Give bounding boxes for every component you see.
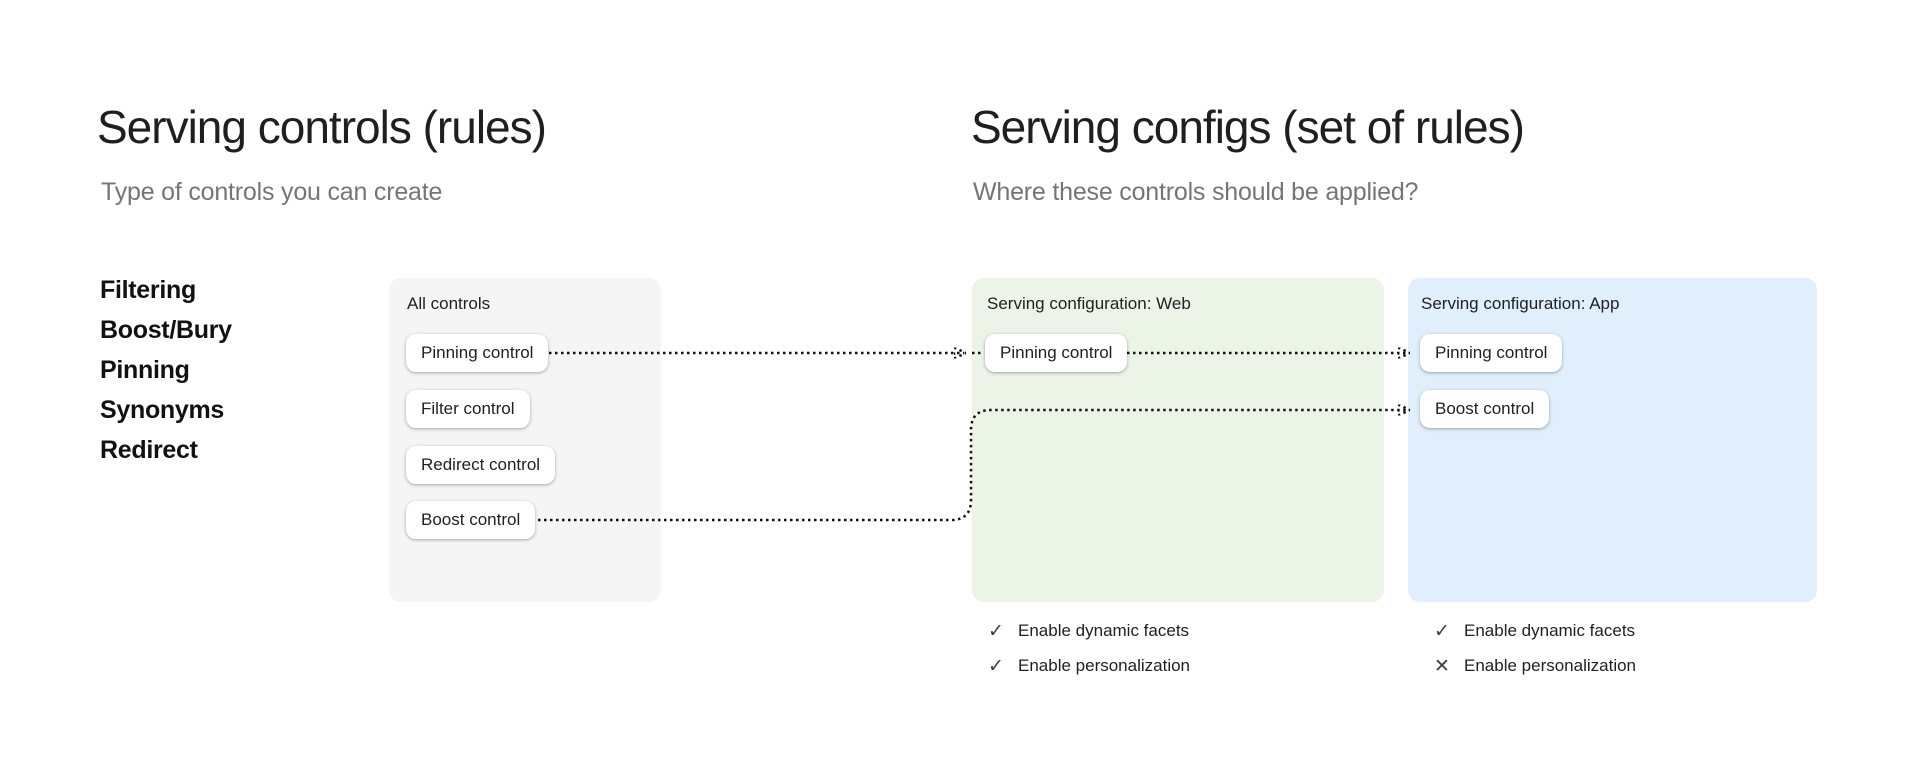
right-section-title: Serving configs (set of rules) — [971, 101, 1525, 153]
left-section-title: Serving controls (rules) — [97, 101, 547, 153]
feature-label: Enable dynamic facets — [1464, 621, 1636, 640]
check-icon: ✓ — [988, 620, 1004, 642]
feature-row: ✓ Enable dynamic facets — [1434, 620, 1636, 642]
app-pinning-control-chip[interactable]: Pinning control — [1420, 334, 1563, 372]
feature-label: Enable dynamic facets — [1018, 621, 1190, 640]
control-type-list: Filtering Boost/Bury Pinning Synonyms Re… — [100, 270, 232, 470]
right-section-subtitle: Where these controls should be applied? — [973, 178, 1419, 206]
check-icon: ✓ — [1434, 620, 1450, 642]
feature-row: ✓ Enable personalization — [988, 655, 1190, 677]
serving-config-app-label: Serving configuration: App — [1421, 294, 1620, 313]
control-type-synonyms: Synonyms — [100, 396, 225, 424]
all-controls-card: All controls Pinning control Filter cont… — [389, 278, 661, 602]
web-config-features: ✓ Enable dynamic facets ✓ Enable persona… — [988, 620, 1190, 690]
serving-config-web-label: Serving configuration: Web — [987, 294, 1191, 313]
control-type-pinning: Pinning — [100, 356, 190, 384]
all-controls-card-label: All controls — [407, 294, 491, 313]
app-boost-control-chip[interactable]: Boost control — [1420, 390, 1550, 428]
pinning-control-chip[interactable]: Pinning control — [406, 334, 549, 372]
feature-row: ✓ Enable dynamic facets — [988, 620, 1190, 642]
check-icon: ✓ — [988, 655, 1004, 677]
control-type-redirect: Redirect — [100, 436, 198, 464]
control-type-filtering: Filtering — [100, 276, 196, 304]
control-type-boost-bury: Boost/Bury — [100, 316, 232, 344]
filter-control-chip[interactable]: Filter control — [406, 390, 530, 428]
serving-config-web-card: Serving configuration: Web Pinning contr… — [972, 278, 1384, 602]
boost-control-chip[interactable]: Boost control — [406, 501, 536, 539]
serving-config-app-card: Serving configuration: App Pinning contr… — [1408, 278, 1817, 602]
feature-row: ✕ Enable personalization — [1434, 655, 1636, 677]
app-config-features: ✓ Enable dynamic facets ✕ Enable persona… — [1434, 620, 1636, 690]
redirect-control-chip[interactable]: Redirect control — [406, 446, 556, 484]
web-pinning-control-chip[interactable]: Pinning control — [985, 334, 1128, 372]
x-icon: ✕ — [1434, 655, 1450, 677]
left-section-subtitle: Type of controls you can create — [101, 178, 443, 206]
feature-label: Enable personalization — [1018, 656, 1191, 675]
feature-label: Enable personalization — [1464, 656, 1637, 675]
